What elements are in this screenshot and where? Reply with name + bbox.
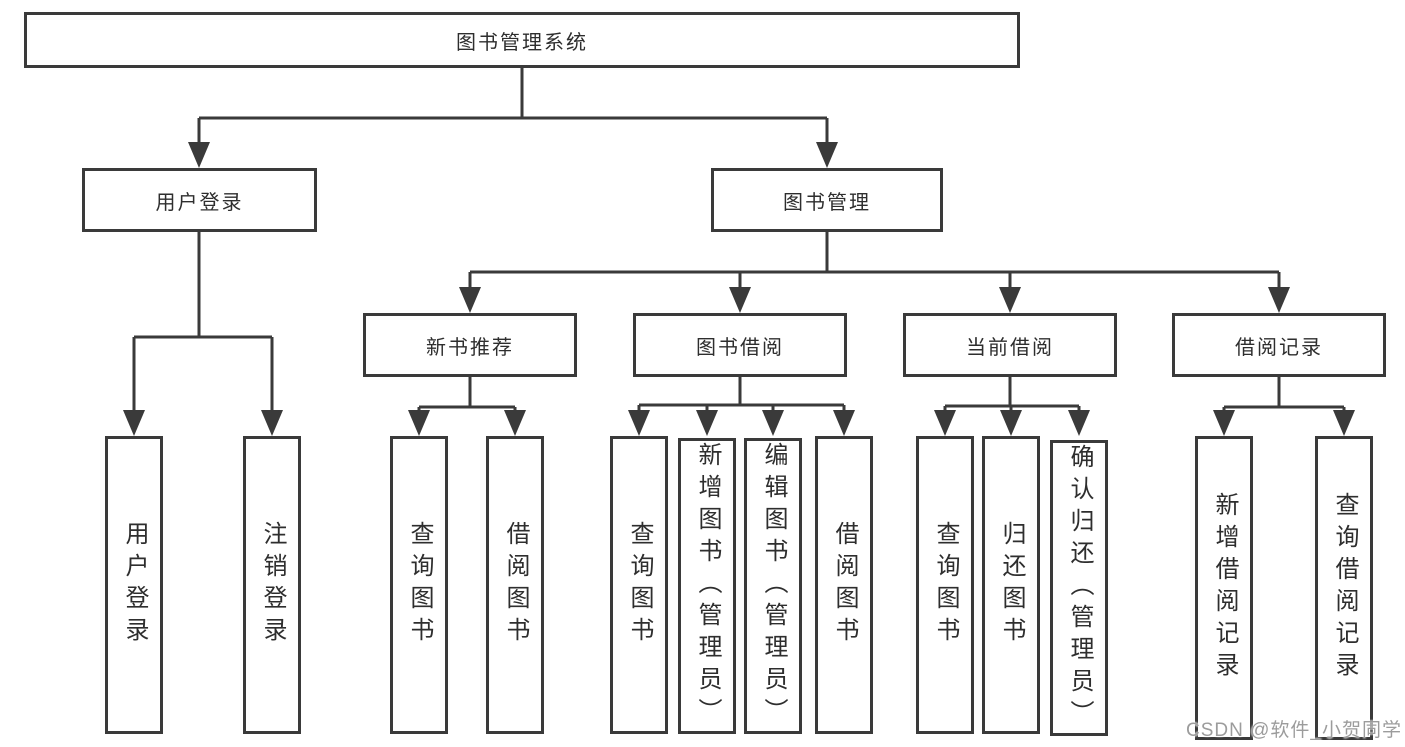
leaf-add-borrow-record: 新增借阅记录 <box>1195 436 1253 740</box>
leaf-query-books-current: 查询图书 <box>916 436 974 734</box>
leaf-borrow-books-rec: 借阅图书 <box>486 436 544 734</box>
node-book-borrowing: 图书借阅 <box>633 313 847 377</box>
leaf-add-books-admin: 新增图书（管理员） <box>678 438 736 734</box>
csdn-watermark: CSDN @软件_小贺同学 <box>1186 720 1402 741</box>
leaf-confirm-return-admin: 确认归还（管理员） <box>1050 440 1108 736</box>
node-root: 图书管理系统 <box>24 12 1020 68</box>
node-new-book-recommend: 新书推荐 <box>363 313 577 377</box>
leaf-borrow-books: 借阅图书 <box>815 436 873 734</box>
leaf-query-borrow-record: 查询借阅记录 <box>1315 436 1373 740</box>
node-current-borrowing: 当前借阅 <box>903 313 1117 377</box>
leaf-return-books: 归还图书 <box>982 436 1040 734</box>
leaf-query-books-rec: 查询图书 <box>390 436 448 734</box>
node-book-management: 图书管理 <box>711 168 943 232</box>
node-user-login: 用户登录 <box>82 168 317 232</box>
arrowheads <box>123 142 1355 436</box>
node-borrowing-records: 借阅记录 <box>1172 313 1386 377</box>
leaf-query-books-borrow: 查询图书 <box>610 436 668 734</box>
leaf-logout: 注销登录 <box>243 436 301 734</box>
leaf-edit-books-admin: 编辑图书（管理员） <box>744 438 802 734</box>
leaf-user-login: 用户登录 <box>105 436 163 734</box>
